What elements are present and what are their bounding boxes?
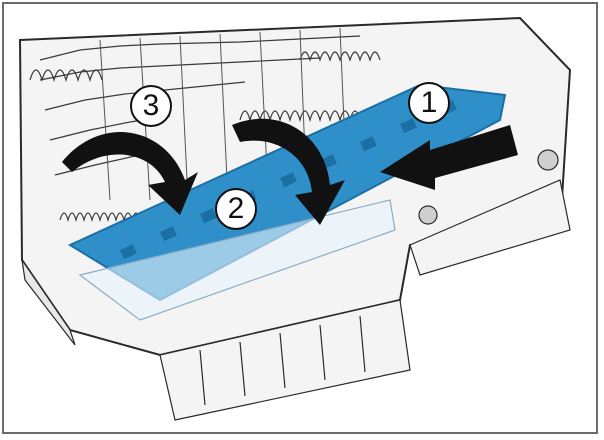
curved-arrow-icon [232,118,345,225]
step-callout-3: 3 [130,85,172,127]
step-number: 1 [420,86,438,119]
basket-front-lower [159,299,411,421]
right-rail [409,149,571,276]
step-callout-2: 2 [215,188,257,230]
step-number: 2 [227,192,245,225]
step-number: 3 [142,89,160,122]
arrow-left-icon [380,125,518,190]
front-cover [78,199,396,321]
curved-arrow-icon [62,132,198,215]
step-callout-1: 1 [408,82,450,124]
left-rail [21,259,76,346]
